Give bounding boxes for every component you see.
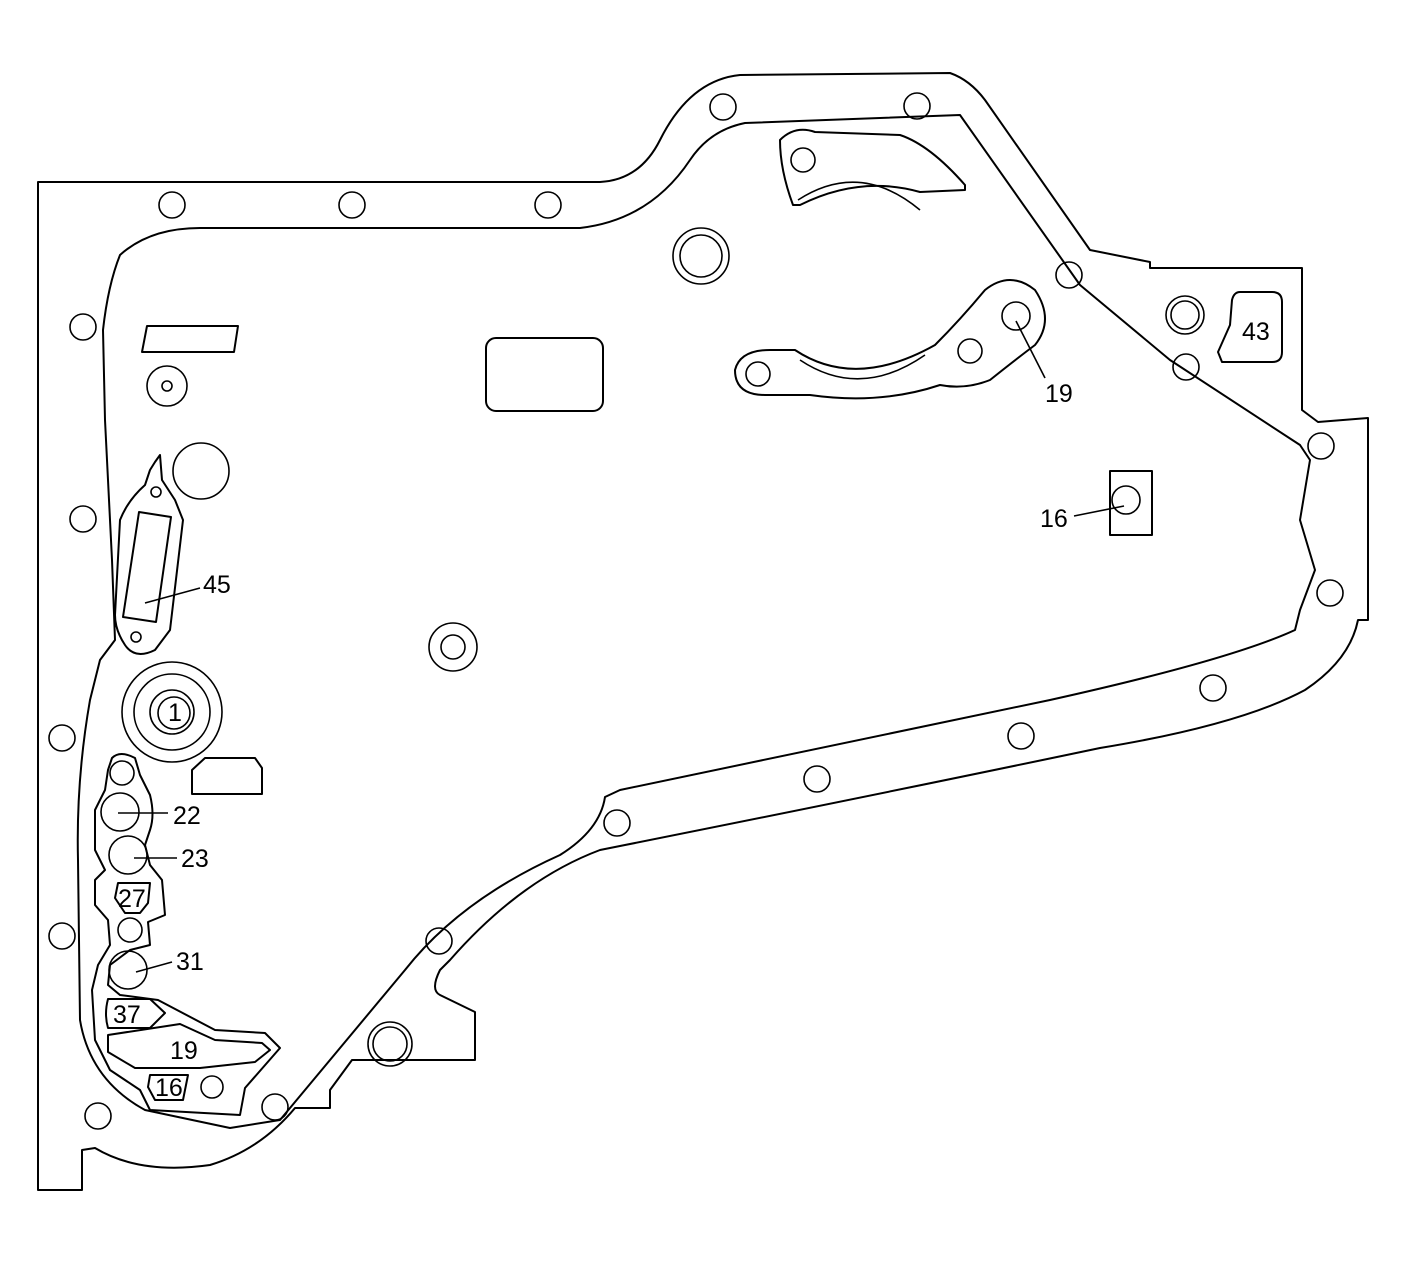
label-43: 43 — [1242, 318, 1270, 346]
label-1: 1 — [168, 699, 182, 727]
port-ring-outer — [1165, 295, 1205, 335]
channel-hole-31 — [108, 950, 148, 990]
plate-outline — [37, 72, 1369, 1191]
bolt-hole — [1007, 722, 1035, 750]
port-16-outline — [1109, 470, 1153, 536]
label-19-top: 19 — [1045, 380, 1073, 408]
small-port — [1172, 353, 1200, 381]
bolt-hole — [1199, 674, 1227, 702]
seal-hole-outer — [149, 689, 195, 735]
label-22: 22 — [173, 802, 201, 830]
bolt-hole — [534, 191, 562, 219]
channel-hole — [200, 1075, 224, 1099]
channel-hole-23 — [108, 835, 148, 875]
bolt-hole — [158, 191, 186, 219]
port-ring-inner — [1170, 300, 1200, 330]
channel-hole — [109, 760, 135, 786]
left-slot — [141, 325, 239, 353]
bolt-hole — [1055, 261, 1083, 289]
channel-hole-22 — [100, 792, 140, 832]
pump-arc-inner — [799, 354, 926, 380]
bolt-hole — [1307, 432, 1335, 460]
seal-ring — [133, 673, 211, 751]
bolt-hole — [48, 724, 76, 752]
bracket-hole — [790, 147, 816, 173]
mid-port-outer — [428, 622, 478, 672]
bottom-boss-inner — [372, 1026, 408, 1062]
label-16-right: 16 — [1040, 505, 1068, 533]
bolt-hole — [425, 927, 453, 955]
bolt-hole — [69, 505, 97, 533]
channel-port-19 — [107, 1023, 271, 1069]
gasket-bead — [76, 114, 1316, 1129]
bolt-hole — [709, 93, 737, 121]
mid-port-inner — [440, 634, 466, 660]
bolt-hole — [48, 922, 76, 950]
small-boss-outer — [146, 365, 188, 407]
bolt-hole — [84, 1102, 112, 1130]
label-23: 23 — [181, 845, 209, 873]
label-19-bottom: 19 — [170, 1037, 198, 1065]
bolt-hole — [69, 313, 97, 341]
pump-hole — [745, 361, 771, 387]
label-27: 27 — [118, 885, 146, 913]
strainer-hole — [130, 631, 142, 643]
strainer-hole — [150, 486, 162, 498]
port-16-hole — [1111, 485, 1141, 515]
bolt-hole — [603, 809, 631, 837]
channel-port-27 — [114, 882, 151, 914]
center-port-inner — [679, 234, 723, 278]
bottom-boss-outer — [367, 1021, 413, 1067]
bolt-hole — [1316, 579, 1344, 607]
valve-channel — [91, 753, 281, 1116]
label-45: 45 — [203, 571, 231, 599]
seal-hole-inner — [157, 696, 191, 730]
upper-bracket-cutout — [779, 128, 966, 206]
upper-arc-cutout — [797, 181, 921, 211]
label-37: 37 — [113, 1001, 141, 1029]
bolt-holes — [48, 92, 1344, 1130]
leader-lines — [118, 320, 1125, 973]
pump-hole — [957, 338, 983, 364]
bolt-hole — [803, 765, 831, 793]
pump-hole-19 — [1001, 301, 1031, 331]
channel-port-37 — [105, 998, 166, 1029]
strainer-outline — [114, 454, 184, 655]
bolt-hole — [338, 191, 366, 219]
center-port-outer — [672, 227, 730, 285]
small-boss-inner — [161, 380, 173, 392]
pump-arc-cutout — [734, 279, 1046, 400]
channel-hole — [117, 917, 143, 943]
left-window — [191, 757, 263, 795]
bolt-hole — [903, 92, 931, 120]
channel-port-16 — [147, 1074, 189, 1101]
port-43-outline — [1217, 291, 1283, 363]
center-window — [485, 337, 604, 412]
label-16-bottom: 16 — [155, 1074, 183, 1102]
strainer-window — [122, 511, 172, 623]
seal-outer — [121, 661, 223, 763]
bolt-hole — [261, 1093, 289, 1121]
label-31: 31 — [176, 948, 204, 976]
large-boss — [172, 442, 230, 500]
